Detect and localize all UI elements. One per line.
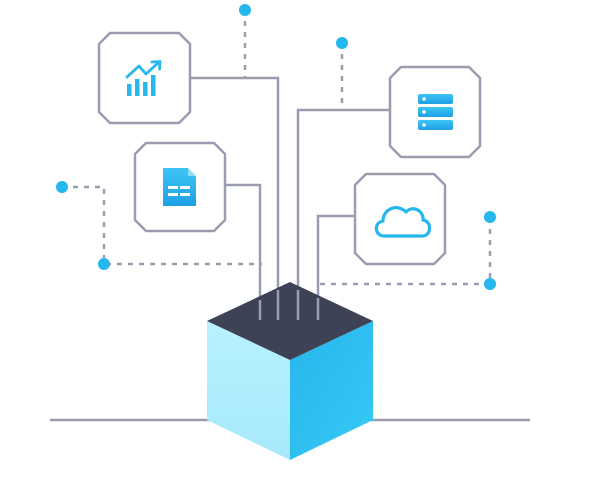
cloud-icon (374, 206, 432, 238)
analytics-chart-icon (125, 60, 162, 96)
document-file-icon (163, 168, 196, 206)
endpoint-dot (98, 258, 110, 270)
endpoint-dot (484, 278, 496, 290)
connector-document (226, 183, 262, 318)
cube-wire-ends (258, 290, 320, 320)
cube-left-face (207, 321, 290, 460)
data-cube (207, 282, 373, 460)
connector-chart (190, 76, 280, 318)
connector-server (296, 108, 390, 318)
dashed-link-left (62, 185, 262, 266)
cube-top-face (207, 282, 373, 360)
connector-lines (190, 76, 390, 318)
endpoint-dot (239, 4, 251, 16)
card-document (133, 141, 227, 233)
card-server (388, 65, 482, 159)
endpoint-dots (56, 4, 496, 290)
endpoint-dot (336, 37, 348, 49)
endpoint-dot (56, 181, 68, 193)
cube-right-face (290, 321, 373, 460)
endpoint-dot (484, 211, 496, 223)
database-server-icon (418, 94, 453, 130)
connector-cloud (316, 214, 356, 318)
card-cloud (353, 172, 447, 266)
card-analytics (97, 31, 192, 125)
